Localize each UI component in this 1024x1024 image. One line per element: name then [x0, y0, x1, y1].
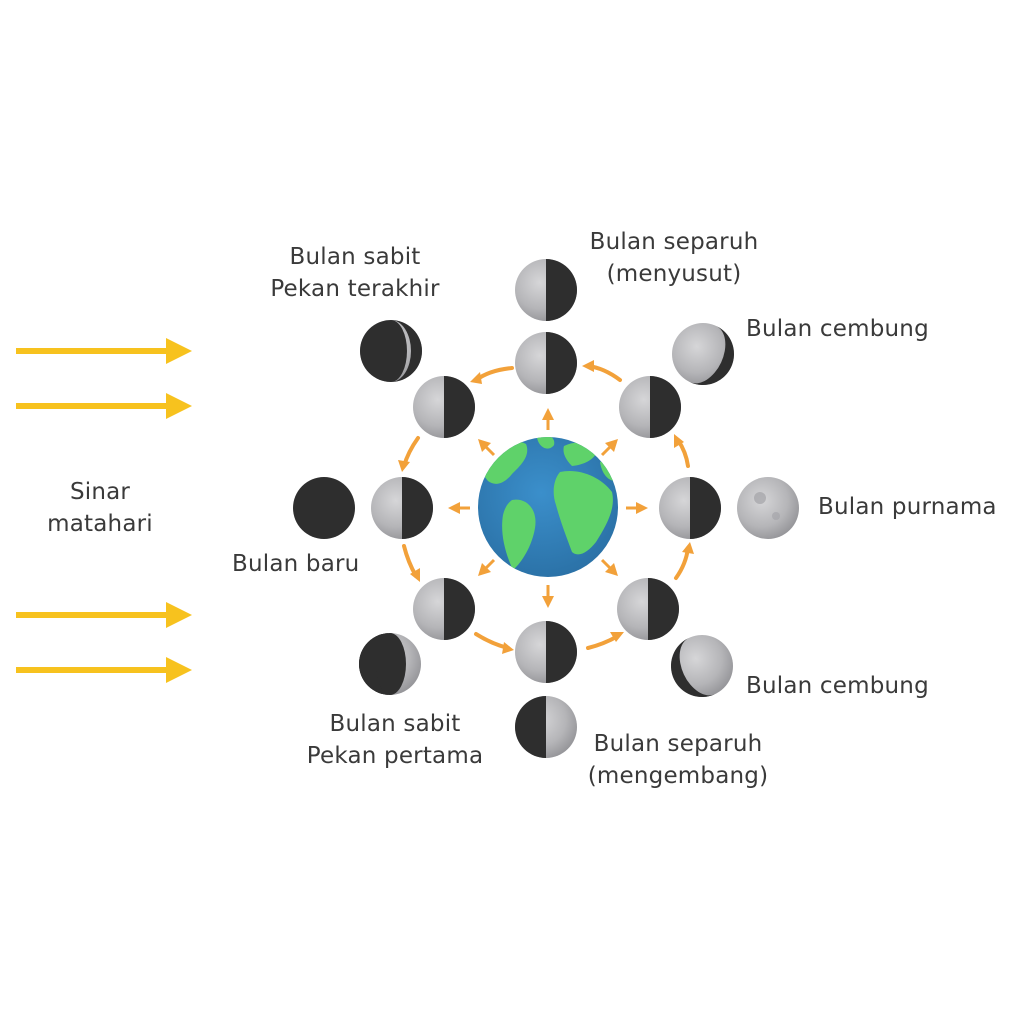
moon-phase-icon	[515, 332, 577, 394]
sunlight-arrows	[16, 338, 192, 683]
left-arrow-icon	[448, 502, 470, 514]
up-right-arrow-icon	[600, 439, 618, 457]
moon-phase-icon	[371, 477, 433, 539]
right-arrow-icon	[16, 602, 192, 628]
moon-phase-icon	[515, 696, 577, 758]
moon-phase-icon	[737, 477, 799, 539]
down-arrow-icon	[542, 585, 554, 608]
moon-phase-icon	[617, 578, 679, 640]
up-left-arrow-icon	[478, 439, 496, 457]
waxing-crescent-label: Bulan sabit Pekan pertama	[306, 711, 484, 769]
waning-crescent-label: Bulan sabit Pekan terakhir	[270, 244, 440, 302]
first-quarter-label: Bulan separuh (mengembang)	[587, 731, 769, 789]
moon-phase-icon	[359, 633, 421, 695]
moon-phase-icon	[293, 477, 355, 539]
curved-arrow-icon	[582, 360, 622, 382]
full-moon-label: Bulan purnama	[818, 494, 997, 520]
moon-phase-icon	[515, 621, 577, 683]
moon-phase-icon	[413, 376, 475, 438]
waning-gibbous-label: Bulan cembung	[746, 316, 929, 342]
orbit-arrows	[398, 360, 694, 654]
right-arrow-icon	[16, 657, 192, 683]
new-moon-label: Bulan baru	[232, 551, 360, 577]
outer-phase-moons	[293, 259, 799, 758]
curved-arrow-icon	[470, 366, 514, 384]
curved-arrow-icon	[586, 632, 624, 650]
moon-phase-icon	[659, 477, 721, 539]
curved-arrow-icon	[398, 436, 420, 472]
waxing-gibbous-label: Bulan cembung	[746, 673, 929, 699]
radial-arrows	[448, 408, 648, 608]
curved-arrow-icon	[402, 544, 420, 582]
curved-arrow-icon	[474, 632, 514, 654]
right-arrow-icon	[16, 338, 192, 364]
right-arrow-icon	[626, 502, 648, 514]
up-arrow-icon	[542, 408, 554, 430]
down-right-arrow-icon	[600, 558, 618, 576]
curved-arrow-icon	[674, 434, 690, 468]
moon-phase-icon	[515, 259, 577, 321]
right-arrow-icon	[16, 393, 192, 419]
moon-phase-icon	[671, 635, 733, 697]
moon-phase-icon	[672, 323, 734, 385]
moon-phase-icon	[360, 320, 422, 382]
last-quarter-label: Bulan separuh (menyusut)	[589, 229, 759, 287]
moon-phase-icon	[413, 578, 475, 640]
globe-icon	[478, 437, 618, 577]
moon-phase-icon	[619, 376, 681, 438]
curved-arrow-icon	[674, 542, 694, 580]
down-left-arrow-icon	[478, 558, 496, 576]
sunlight-label: Sinar matahari	[47, 479, 153, 537]
inner-orbit-moons	[371, 332, 721, 683]
